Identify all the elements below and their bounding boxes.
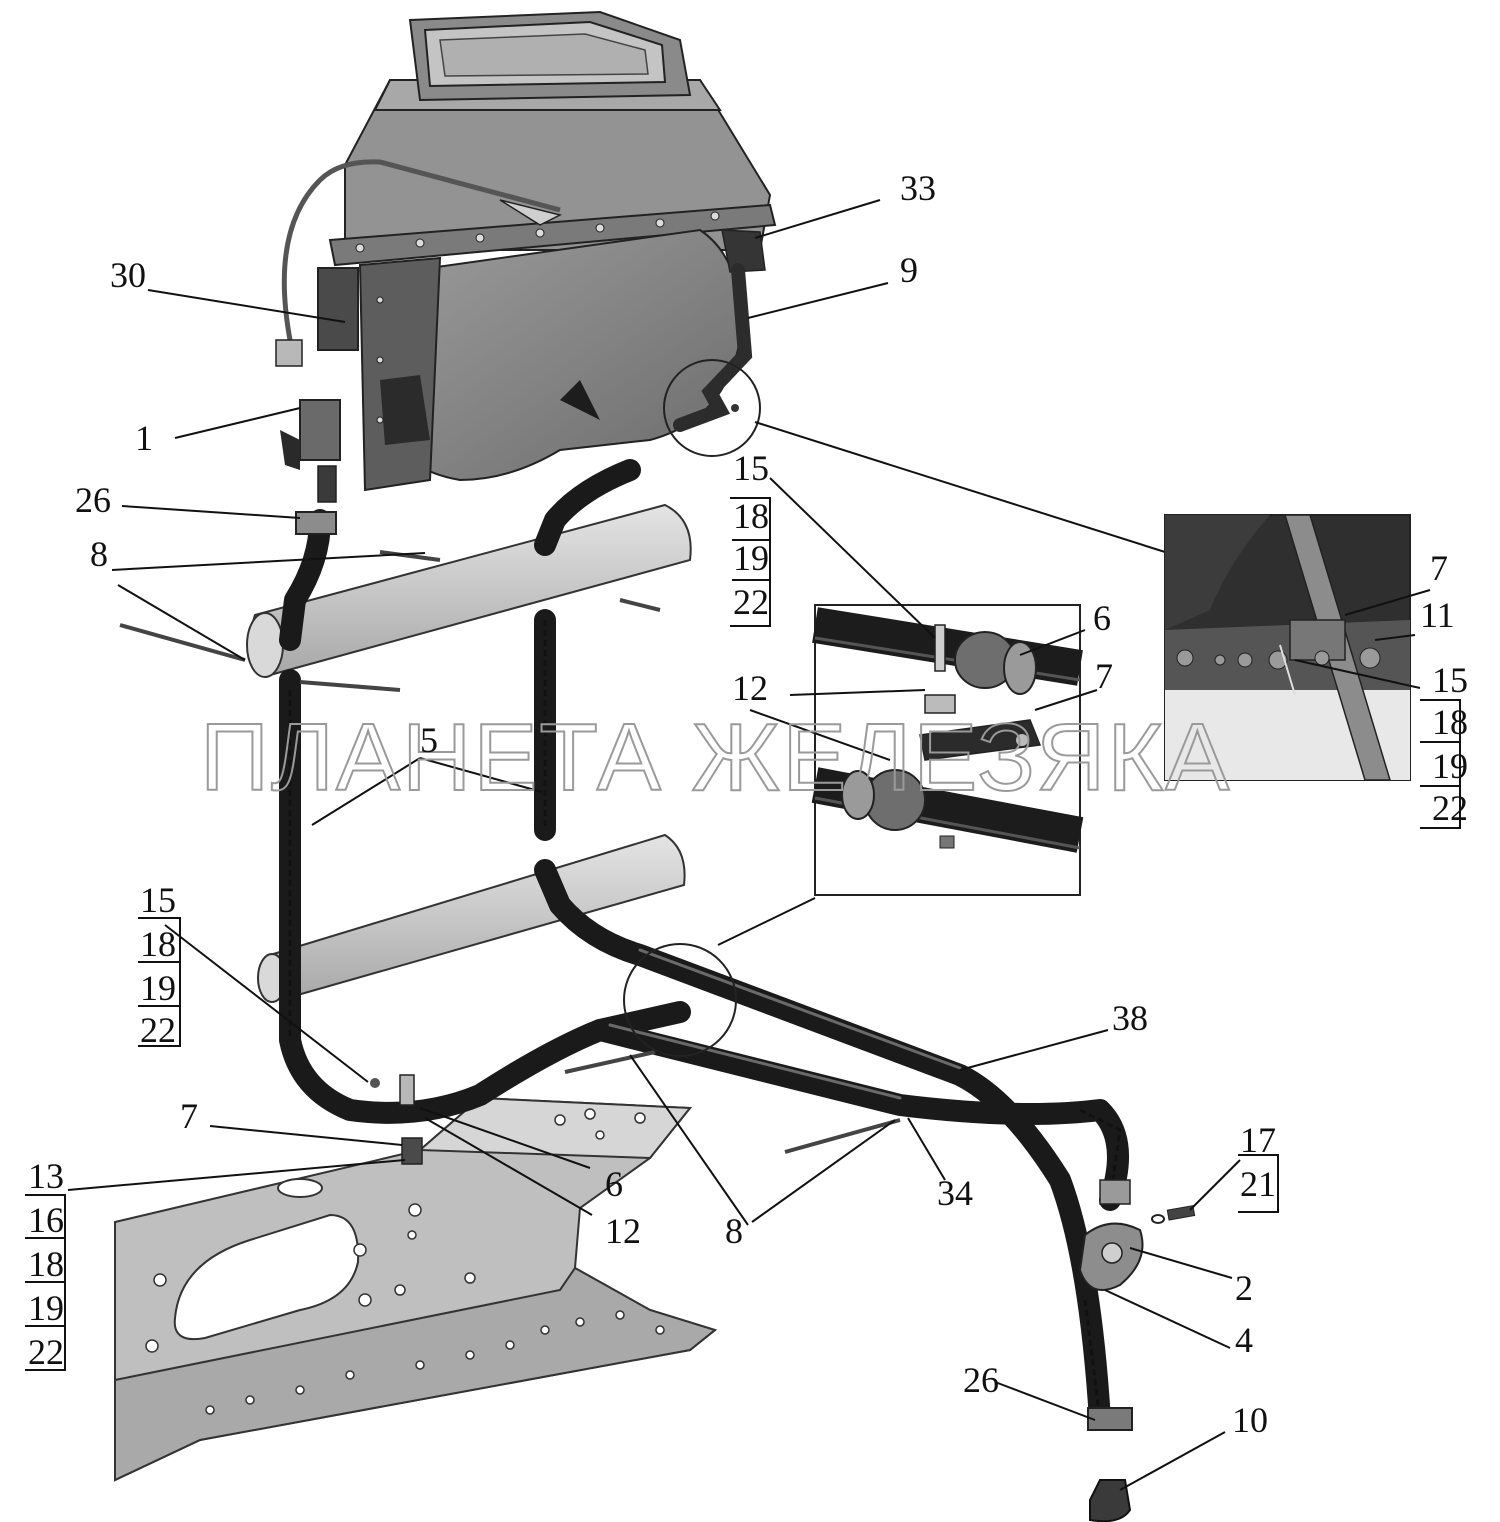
callout-34: 34 (937, 1173, 973, 1213)
callout-8-lower: 8 (725, 1211, 743, 1251)
callout-10: 10 (1232, 1400, 1268, 1440)
callout-4: 4 (1235, 1320, 1253, 1360)
callout-26-bottom: 26 (963, 1360, 999, 1400)
callout-33: 33 (900, 168, 936, 208)
cross-pipe-lower (257, 833, 686, 1003)
callout-22-left: 22 (140, 1010, 176, 1050)
callout-7-right: 7 (1430, 548, 1448, 588)
elbow-10 (1089, 1479, 1132, 1522)
callout-18-lower: 18 (28, 1244, 64, 1284)
heater-unit (275, 10, 777, 503)
chassis-frame (114, 1096, 718, 1482)
callout-15-right: 15 (1432, 660, 1468, 700)
callout-9: 9 (900, 250, 918, 290)
callout-30: 30 (110, 255, 146, 295)
callout-6-inset: 6 (1093, 598, 1111, 638)
detail-circle-right (663, 359, 761, 457)
callout-labels: 33 9 30 1 26 8 15 18 19 22 6 12 7 7 11 1… (28, 168, 1468, 1440)
coolant-hoses (279, 459, 1129, 1431)
bracket-7-lower (370, 1074, 423, 1165)
callout-8-top: 8 (90, 534, 108, 574)
callout-16: 16 (28, 1200, 64, 1240)
callout-18-a: 18 (733, 496, 769, 536)
callout-18-left: 18 (140, 924, 176, 964)
callout-7-lower: 7 (180, 1096, 198, 1136)
callout-19-left: 19 (140, 968, 176, 1008)
callout-2: 2 (1235, 1268, 1253, 1308)
callout-38: 38 (1112, 998, 1148, 1038)
callout-19-a: 19 (733, 538, 769, 578)
label-separators (25, 497, 1461, 1371)
callout-15-a: 15 (733, 448, 769, 488)
callout-6-lower: 6 (605, 1164, 623, 1204)
callout-12-inset: 12 (732, 668, 768, 708)
callout-1: 1 (135, 418, 153, 458)
valve-assembly (1078, 1179, 1144, 1291)
leader-lines (67, 199, 1431, 1491)
callout-21: 21 (1240, 1164, 1276, 1204)
callout-12-lower: 12 (605, 1211, 641, 1251)
callout-19-lower: 19 (28, 1288, 64, 1328)
callout-7-inset: 7 (1095, 656, 1113, 696)
callout-17: 17 (1240, 1120, 1276, 1160)
callout-19-right: 19 (1432, 746, 1468, 786)
callout-18-right: 18 (1432, 702, 1468, 742)
callout-15-left: 15 (140, 880, 176, 920)
callout-11-right: 11 (1420, 595, 1455, 635)
callout-26-top: 26 (75, 480, 111, 520)
watermark-text: ПЛАНЕТА ЖЕЛЕЗЯКА (200, 704, 1231, 811)
callout-13: 13 (28, 1156, 64, 1196)
clamp-26-bottom (1087, 1407, 1133, 1431)
callout-22-a: 22 (733, 582, 769, 622)
mount-bar-8 (119, 550, 901, 1154)
callout-22-lower: 22 (28, 1332, 64, 1372)
clamp-26-top (295, 511, 337, 535)
bolt-17 (1151, 1205, 1196, 1224)
callout-22-right: 22 (1432, 788, 1468, 828)
detail-circle-center (623, 943, 737, 1057)
callout-5: 5 (420, 720, 438, 760)
